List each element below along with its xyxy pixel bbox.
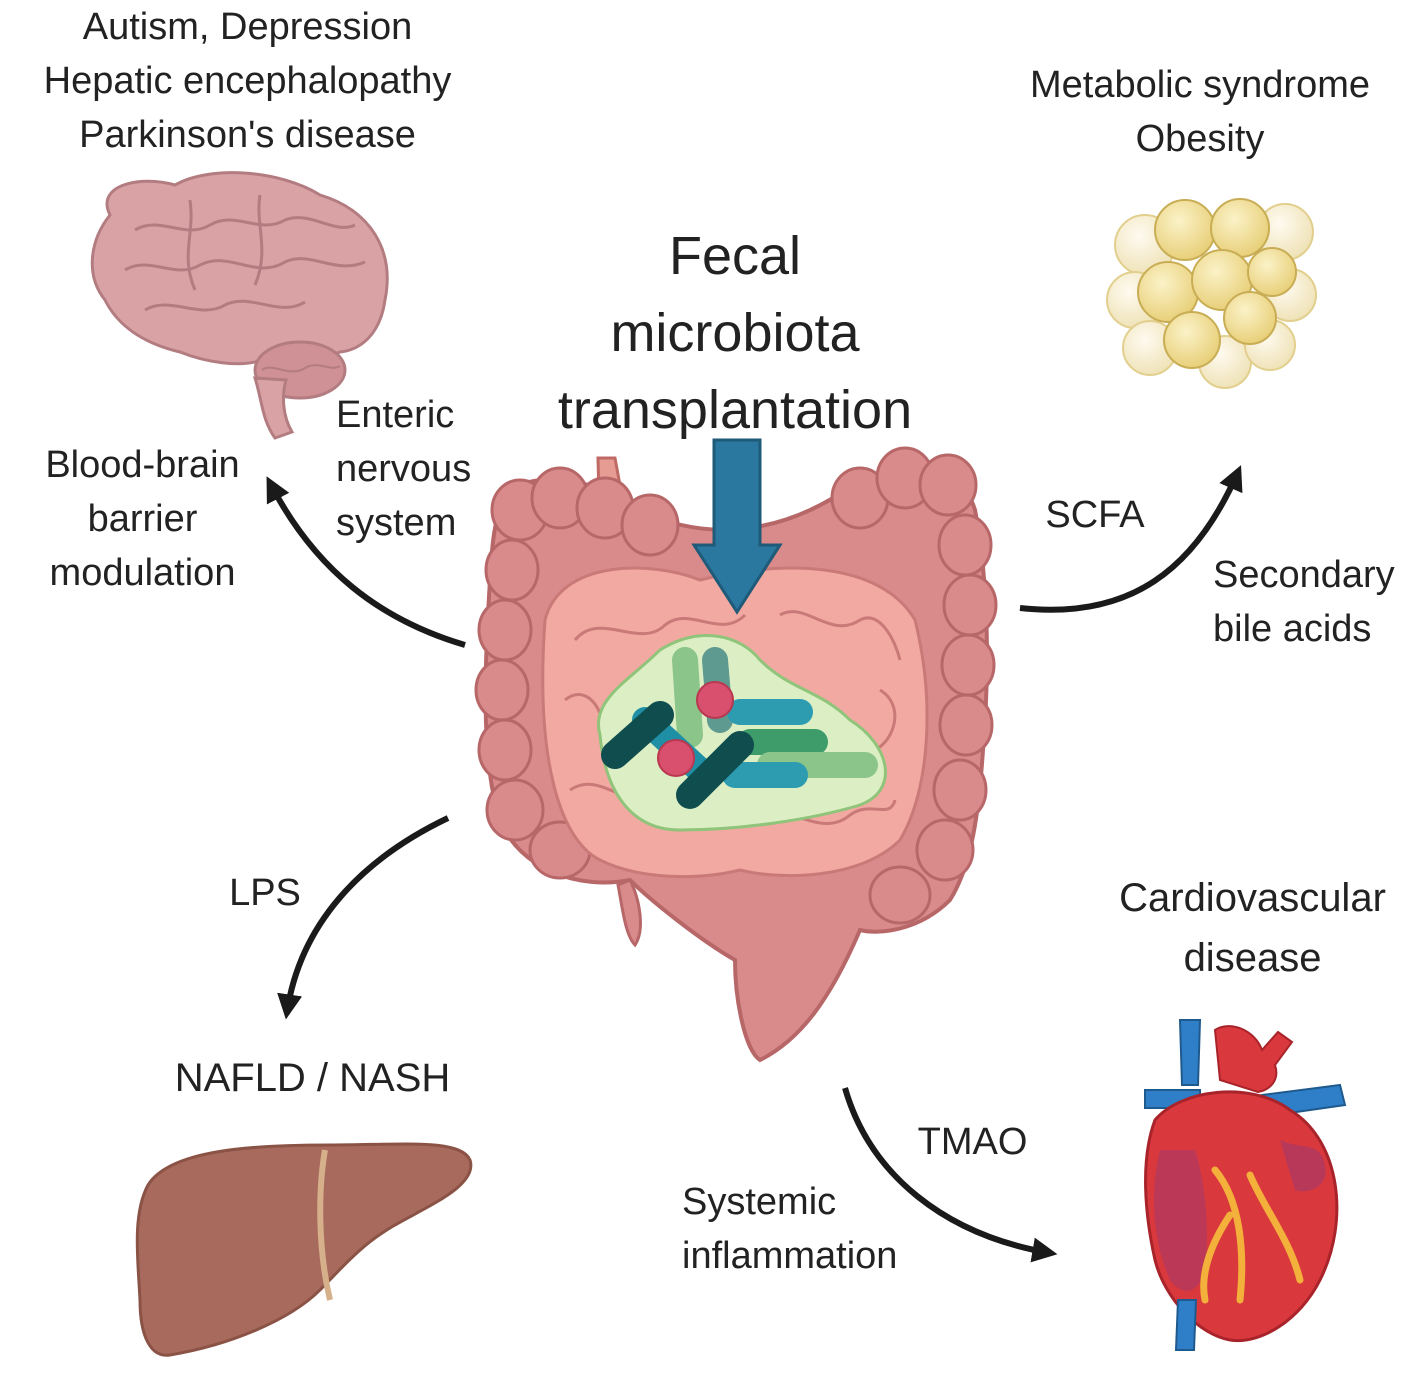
brain-effect-1: Blood-brain [45,444,240,486]
fmt-title-line-3: transplantation [557,380,913,440]
brain-condition-3: Parkinson's disease [79,114,416,156]
arrow-to-fat [1019,465,1243,613]
brain-pathway: Enteric nervous system [336,388,496,550]
brain-effect: Blood-brain barrier modulation [20,438,265,600]
fat-cells-icon [1106,198,1317,389]
bacteria-cluster-icon [597,634,887,832]
fat-pathway: Secondary bile acids [1213,548,1413,656]
fmt-down-arrow-icon [691,438,783,615]
fat-condition-1: Metabolic syndrome [1029,64,1371,106]
brain-conditions: Autism, Depression Hepatic encephalopath… [0,0,495,162]
brain-pathway-2: nervous [336,448,472,490]
fat-conditions: Metabolic syndrome Obesity [990,58,1410,166]
heart-pathway: Systemic inflammation [682,1175,942,1283]
brain-pathway-1: Enteric [336,394,455,436]
fmt-title-line-2: microbiota [610,303,860,363]
fat-pathway-top: SCFA [1045,494,1145,536]
fat-pathway-1: Secondary [1213,554,1395,596]
arrow-to-brain [266,476,466,648]
heart-pathway-top: TMAO [917,1121,1028,1163]
heart-condition-1: Cardiovascular [1119,876,1386,920]
fmt-title-line-1: Fecal [668,226,802,286]
heart-icon [1144,1019,1347,1351]
liver-condition: NAFLD / NASH [174,1056,451,1100]
fmt-title: Fecal microbiota transplantation [520,218,950,449]
liver-icon [135,1142,473,1357]
fat-pathway-2: bile acids [1213,608,1372,650]
brain-pathway-3: system [336,502,457,544]
heart-condition-2: disease [1183,936,1322,980]
heart-condition: Cardiovascular disease [1095,868,1410,988]
fat-condition-2: Obesity [1135,118,1265,160]
brain-condition-1: Autism, Depression [82,6,413,48]
liver-pathway: LPS [229,872,301,914]
arrow-to-liver [277,815,450,1020]
brain-condition-2: Hepatic encephalopathy [43,60,452,102]
heart-pathway-1: Systemic [682,1181,837,1223]
brain-effect-3: modulation [49,552,236,594]
heart-pathway-2: inflammation [682,1235,898,1277]
brain-effect-2: barrier [87,498,198,540]
arrow-to-heart [842,1087,1058,1263]
brain-icon [90,171,389,440]
